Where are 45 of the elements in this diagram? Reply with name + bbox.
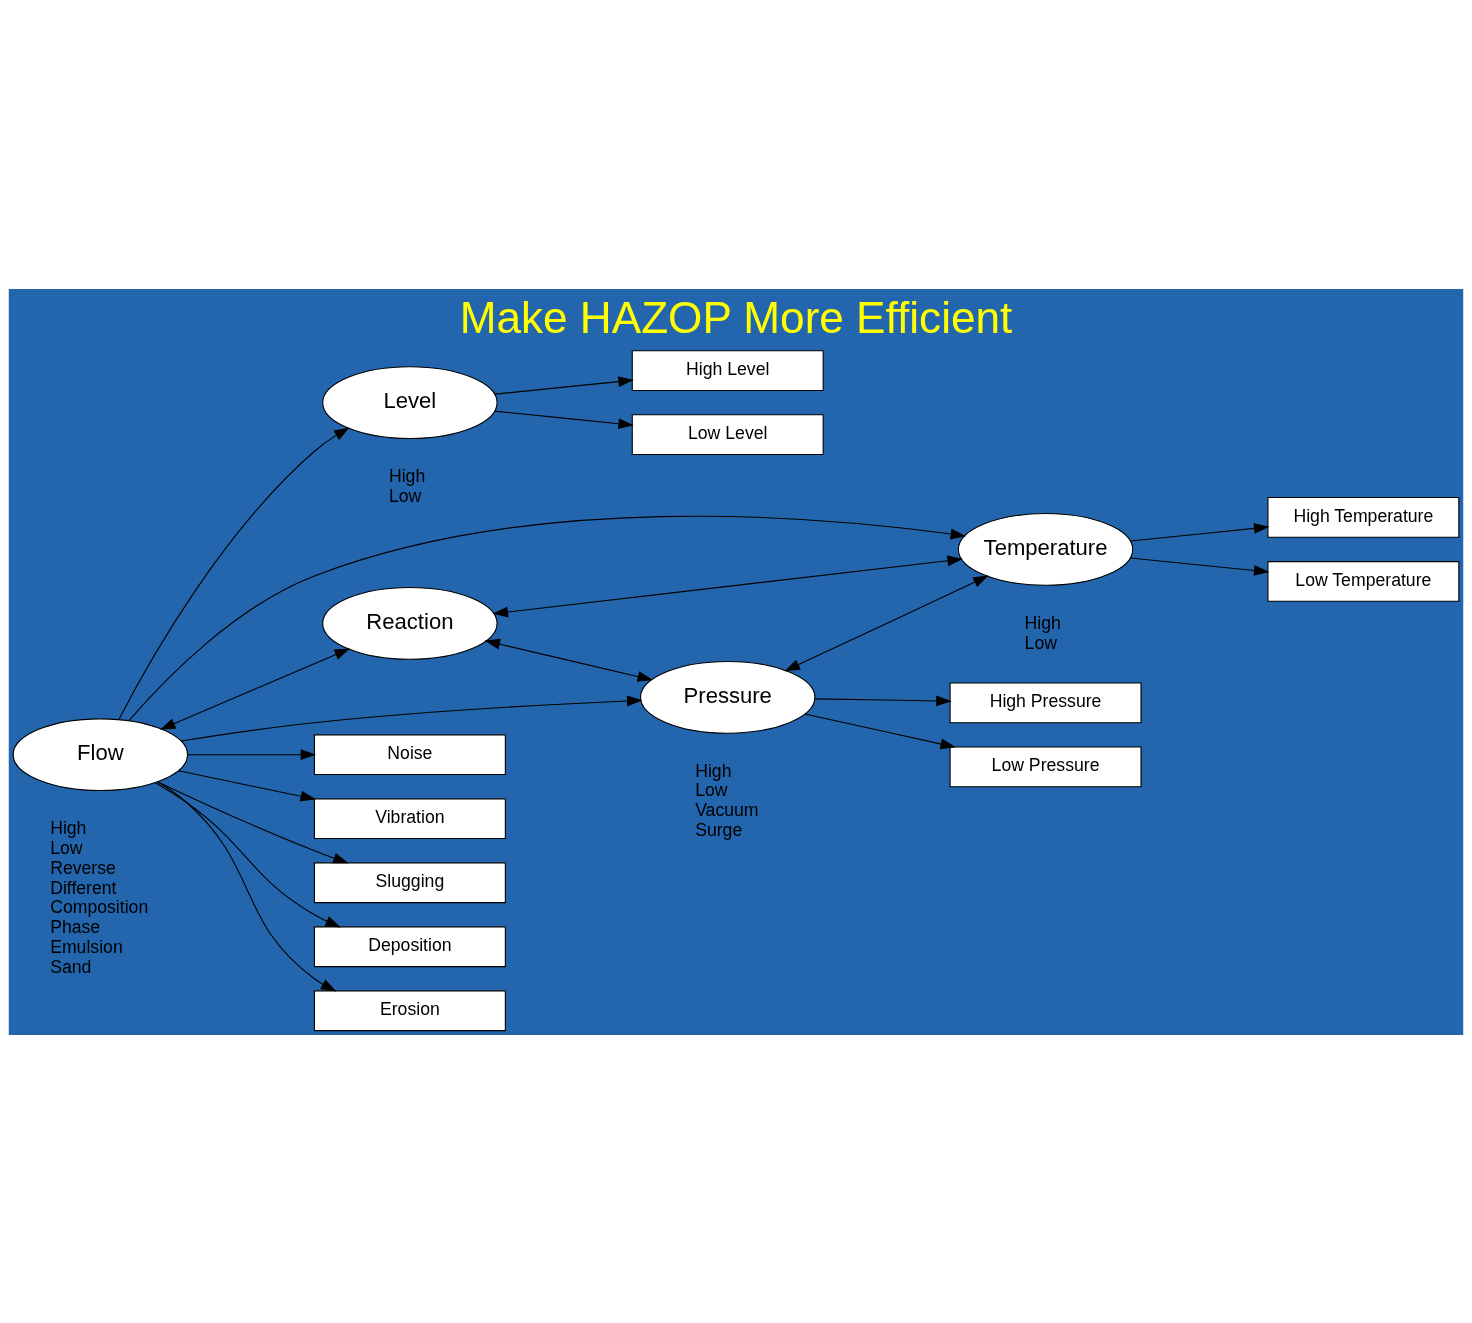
node-label: Low (388, 485, 422, 506)
arrow (484, 638, 654, 682)
node-label: Emulsion (50, 936, 123, 957)
arrow (804, 713, 956, 749)
node-label: Low (1024, 632, 1057, 653)
node-box: Slugging (313, 861, 506, 903)
arrow (187, 748, 317, 760)
node-label: Reverse (50, 857, 116, 878)
node-box: Noise (313, 733, 506, 775)
node-box: Low Temperature (1267, 560, 1460, 602)
arrow (494, 375, 634, 395)
arrow (118, 427, 350, 720)
node-box: Vibration (313, 797, 506, 839)
arrow (494, 410, 634, 429)
node-label: High (1024, 612, 1061, 633)
node-label: Vacuum (695, 799, 759, 820)
node-label: Phase (50, 916, 101, 937)
arrow (784, 575, 989, 671)
node-box: High Level (631, 349, 824, 391)
node-label: High (50, 817, 87, 838)
arrow (157, 780, 349, 863)
node-label: High (388, 465, 426, 486)
arrow (178, 769, 316, 801)
arrow (154, 781, 341, 927)
node-box: Erosion (313, 989, 506, 1031)
node-box: High Pressure (949, 681, 1142, 723)
arrow (128, 515, 967, 721)
node-label: Low (50, 837, 83, 858)
node-label: High (695, 760, 732, 781)
arrow (157, 780, 337, 992)
node-box: Deposition (313, 925, 506, 967)
node-label: Sand (50, 956, 92, 977)
node-label: Surge (695, 819, 743, 840)
node-box: Low Pressure (949, 745, 1142, 787)
arrow (814, 695, 952, 706)
diagram-title: Make HAZOP More Efficient (459, 292, 1013, 342)
node-box: Low Level (631, 413, 824, 455)
node-box: High Temperature (1267, 496, 1460, 538)
arrow (159, 648, 350, 730)
arrow (492, 554, 963, 617)
arrow (1129, 556, 1270, 576)
node-label: Composition (50, 896, 149, 917)
arrow (1129, 522, 1270, 541)
arrow (180, 695, 643, 742)
node-label: Different (50, 877, 117, 898)
